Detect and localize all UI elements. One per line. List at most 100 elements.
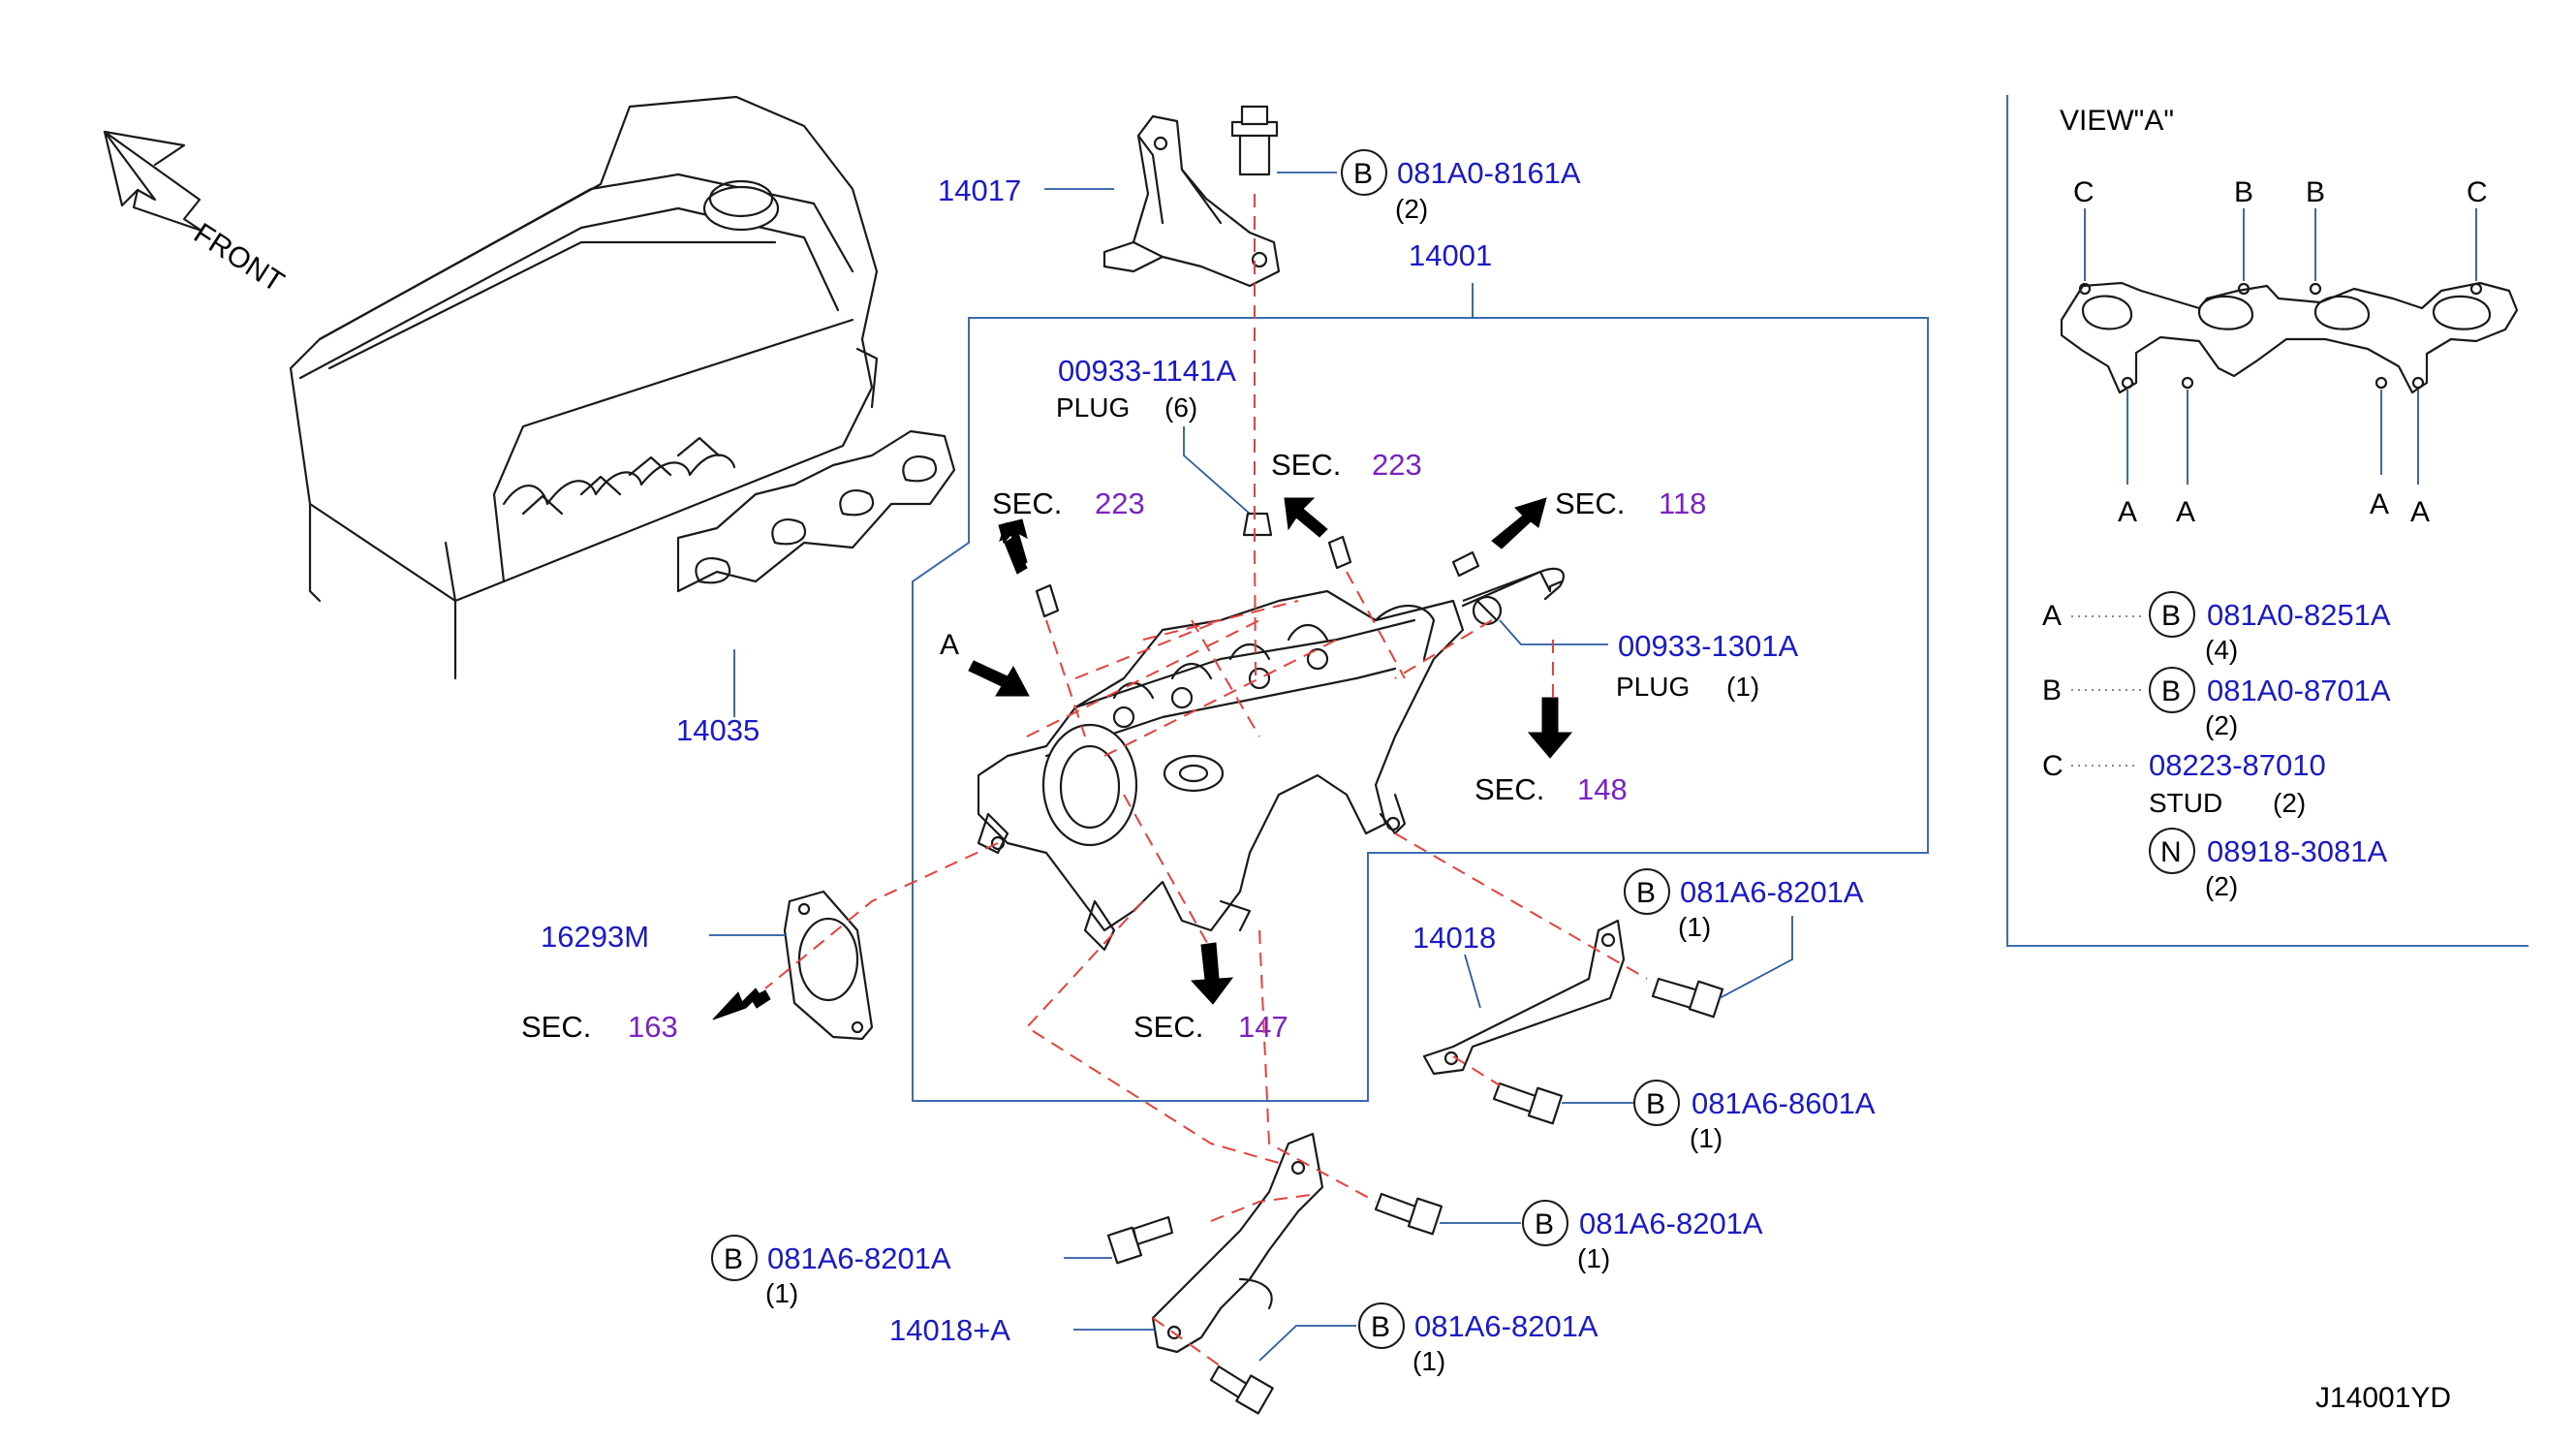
- front-arrow-icon: [103, 130, 203, 233]
- svg-text:N: N: [2160, 836, 2182, 868]
- sec-147-label: SEC.: [1133, 1010, 1203, 1044]
- gasket-16293m: [783, 890, 874, 1041]
- bolt-b1-icon: [1209, 1365, 1274, 1415]
- bolt-type-badge-b1: B: [1358, 1302, 1405, 1349]
- bolt-b1-part-number[interactable]: 081A6-8201A: [1414, 1309, 1598, 1343]
- plug-1141a-part-number[interactable]: 00933-1141A: [1058, 354, 1236, 388]
- sec-223-right-label: SEC.: [1271, 448, 1341, 482]
- sec-163-number[interactable]: 163: [628, 1010, 678, 1044]
- svg-text:A: A: [2042, 600, 2062, 632]
- view-a-a3: A: [2370, 488, 2389, 520]
- svg-text:B: B: [1371, 1311, 1390, 1343]
- bolt-r2-icon: [1492, 1082, 1564, 1125]
- view-a-arrow-label: A: [940, 629, 959, 661]
- view-a-title: VIEW"A": [2060, 105, 2174, 137]
- view-a-c-right: C: [2467, 176, 2488, 208]
- bolt-r3-part-number[interactable]: 081A6-8201A: [1579, 1207, 1763, 1240]
- bracket-14017: [1102, 114, 1281, 288]
- sec-223-left-number[interactable]: 223: [1095, 486, 1145, 520]
- view-a-gasket: [2060, 281, 2519, 394]
- part-14035[interactable]: 14035: [676, 713, 760, 747]
- legend-row-b: B B 081A0-8701A (2): [2042, 667, 2391, 740]
- legend-b-part-number[interactable]: 081A0-8701A: [2207, 674, 2391, 707]
- sec-147-arrow-icon: [1190, 942, 1234, 1005]
- sec-223-left-arrow-shaft: [998, 518, 1028, 575]
- part-16293m[interactable]: 16293M: [541, 920, 649, 954]
- legend-c-part-number[interactable]: 08223-87010: [2149, 748, 2326, 782]
- bolt-type-badge-l1: B: [711, 1235, 758, 1281]
- svg-text:B: B: [724, 1243, 743, 1275]
- nipple-right: [1451, 550, 1480, 578]
- hose-fitting: [1462, 570, 1563, 603]
- manifold-assembly-frame: [912, 317, 1929, 1102]
- bolt-r1-icon: [1651, 977, 1724, 1019]
- bolt-type-badge-r2: B: [1633, 1080, 1680, 1126]
- plug-1141a-icon: [1242, 512, 1273, 537]
- plug-1141a-qty: (6): [1164, 392, 1197, 423]
- nipple-mid: [1327, 535, 1352, 570]
- assembly-dashed-lines: [764, 194, 1648, 1367]
- bolt-r2-part-number[interactable]: 081A6-8601A: [1691, 1086, 1876, 1120]
- legend-row-a: A B 081A0-8251A (4): [2042, 591, 2391, 665]
- svg-text:B: B: [1535, 1208, 1554, 1240]
- view-a-a4: A: [2410, 496, 2430, 528]
- view-a-arrow-icon: [968, 660, 1030, 697]
- leader-plug-1141a: [1183, 426, 1251, 515]
- leader-bolt-b1: [1258, 1325, 1356, 1362]
- sec-148-number[interactable]: 148: [1577, 772, 1628, 806]
- plug-1141a-name: PLUG: [1056, 392, 1130, 423]
- svg-text:B: B: [2042, 674, 2062, 706]
- bolt-type-badge-r3: B: [1522, 1200, 1568, 1246]
- svg-text:B: B: [1646, 1088, 1665, 1120]
- legend-a-part-number[interactable]: 081A0-8251A: [2207, 598, 2391, 632]
- svg-text:B: B: [1636, 877, 1656, 909]
- bolt-l1-part-number[interactable]: 081A6-8201A: [767, 1241, 951, 1275]
- leader-bolt-r1: [1719, 916, 1793, 999]
- part-14018[interactable]: 14018: [1412, 921, 1496, 955]
- svg-text:(2): (2): [2273, 788, 2306, 818]
- sec-118-number[interactable]: 118: [1659, 486, 1706, 520]
- svg-text:C: C: [2042, 750, 2064, 782]
- svg-text:B: B: [2161, 600, 2181, 632]
- view-a-b-left: B: [2234, 176, 2253, 208]
- bolt-top-part-number[interactable]: 081A0-8161A: [1397, 156, 1581, 190]
- svg-text:(4): (4): [2205, 635, 2238, 665]
- sec-118-label: SEC.: [1555, 486, 1625, 520]
- stay-14018a: [1151, 1132, 1324, 1354]
- sec-148-label: SEC.: [1474, 772, 1544, 806]
- svg-text:B: B: [2161, 675, 2181, 707]
- gasket-14035: [676, 429, 956, 593]
- front-label: FRONT: [188, 217, 290, 298]
- bolt-r1-qty: (1): [1678, 912, 1711, 942]
- nipple-left: [1035, 583, 1060, 618]
- bolt-top-icon: [1230, 105, 1279, 176]
- bolt-type-badge-top: B: [1341, 149, 1387, 196]
- view-a-a1: A: [2118, 496, 2137, 528]
- part-14017[interactable]: 14017: [938, 173, 1021, 207]
- part-14001[interactable]: 14001: [1409, 238, 1492, 272]
- part-14018a[interactable]: 14018+A: [889, 1313, 1010, 1347]
- bolt-l1-icon: [1106, 1215, 1174, 1265]
- legend-n-part-number[interactable]: 08918-3081A: [2207, 834, 2387, 868]
- sec-163-arrow-shaft: [750, 989, 771, 1009]
- sec-223-left-label: SEC.: [992, 486, 1062, 520]
- sec-223-right-arrow-icon: [1284, 497, 1328, 538]
- intake-manifold-illustration: [977, 589, 1465, 952]
- view-a-b-right: B: [2306, 176, 2325, 208]
- svg-text:STUD: STUD: [2149, 788, 2222, 818]
- sec-118-arrow-icon: [1491, 497, 1547, 549]
- leader-14018: [1464, 954, 1481, 1009]
- sec-148-arrow-icon: [1527, 697, 1573, 759]
- bolt-b1-qty: (1): [1412, 1346, 1445, 1376]
- bolt-r1-part-number[interactable]: 081A6-8201A: [1680, 875, 1864, 909]
- plug-1301a-qty: (1): [1726, 672, 1759, 702]
- sec-223-right-number[interactable]: 223: [1372, 448, 1422, 482]
- sec-163-label: SEC.: [521, 1010, 591, 1044]
- plug-1301a-part-number[interactable]: 00933-1301A: [1618, 629, 1798, 663]
- bolt-r3-qty: (1): [1577, 1243, 1610, 1273]
- leader-plug-1301a: [1499, 619, 1608, 645]
- svg-text:(2): (2): [2205, 710, 2238, 740]
- hose-pipe: [1461, 567, 1565, 608]
- plug-1301a-icon: [1472, 595, 1503, 626]
